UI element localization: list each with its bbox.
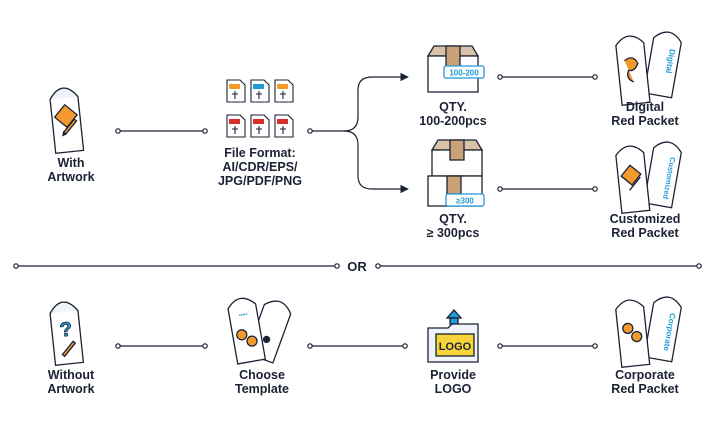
or-divider-label: OR [347,259,367,274]
connector-file-format-to-quantity [307,72,409,194]
svg-text:•••••: ••••• [239,311,249,318]
connector-without-artwork-to-template [115,343,208,349]
single-box-icon: 100-200 [426,45,485,93]
without-artwork-label: Without Artwork [47,368,95,396]
stacked-boxes-icon: ≥300 [427,139,485,207]
choose-template-label: Choose Template [235,368,289,396]
digital-label: Digital Red Packet [611,100,679,128]
template-packet-icon: ••••• [227,297,292,365]
red-packet-with-artwork-icon [49,87,85,154]
connector-qty-large-to-customized [497,186,598,192]
file-format-label: File Format: AI/CDR/EPS/ JPG/PDF/PNG [217,146,303,188]
box-label-small: 100-200 [449,69,479,78]
corporate-label: Corporate Red Packet [611,368,679,396]
qty-large-label: QTY. ≥ 300pcs [426,212,480,240]
logo-text: LOGO [439,341,472,353]
box-label-large: ≥300 [456,197,474,206]
customized-red-packet-icon: Customized [615,141,682,214]
digital-packet-label: Digital [664,48,677,74]
connector-template-to-logo [307,343,408,349]
logo-upload-icon: LOGO [427,309,479,363]
qty-small-label: QTY. 100-200pcs [419,100,487,128]
connector-logo-to-corporate [497,343,598,349]
question-packet-icon: ? [49,301,85,366]
corporate-red-packet-icon: Corporate [615,296,682,368]
connector-with-artwork-to-file-format [115,128,208,134]
customized-label: Customized Red Packet [609,212,681,240]
digital-red-packet-icon: Digital [615,31,682,106]
or-divider-lines [13,263,702,269]
svg-text:?: ? [59,318,73,341]
connector-qty-small-to-digital [497,74,598,80]
provide-logo-label: Provide LOGO [430,368,476,396]
with-artwork-label: With Artwork [47,156,95,184]
file-formats-icon [226,79,294,138]
